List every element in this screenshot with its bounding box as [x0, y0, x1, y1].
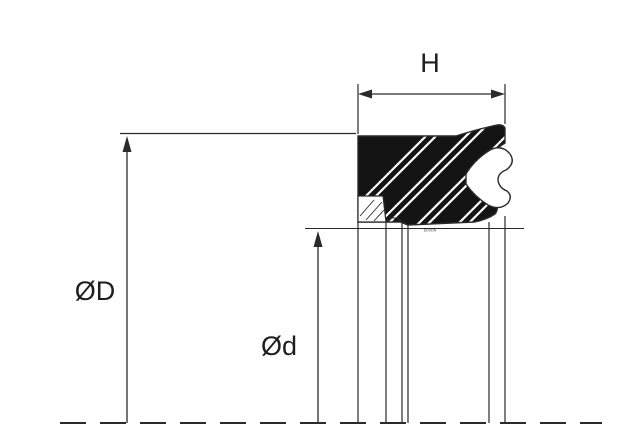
projection-lines: [357, 216, 506, 423]
inner-diameter-dimension: Ød: [261, 228, 524, 423]
outer-diameter-arrow: [122, 136, 132, 152]
height-dimension: H: [357, 48, 506, 134]
part-marking-label: DDI/DN: [424, 229, 437, 233]
seal-chamfer-contour: [385, 217, 409, 226]
height-label: H: [420, 48, 440, 78]
outer-diameter-label: ØD: [75, 276, 116, 306]
inner-diameter-arrow: [313, 231, 323, 247]
height-arrow-left: [358, 89, 372, 99]
inner-diameter-label: Ød: [261, 331, 297, 361]
backup-ring: [357, 195, 387, 223]
outer-diameter-dimension: ØD: [75, 132, 356, 423]
seal-lip-groove: [465, 147, 513, 209]
height-arrow-right: [491, 89, 505, 99]
seal-profile: DDI/DN: [357, 124, 513, 233]
